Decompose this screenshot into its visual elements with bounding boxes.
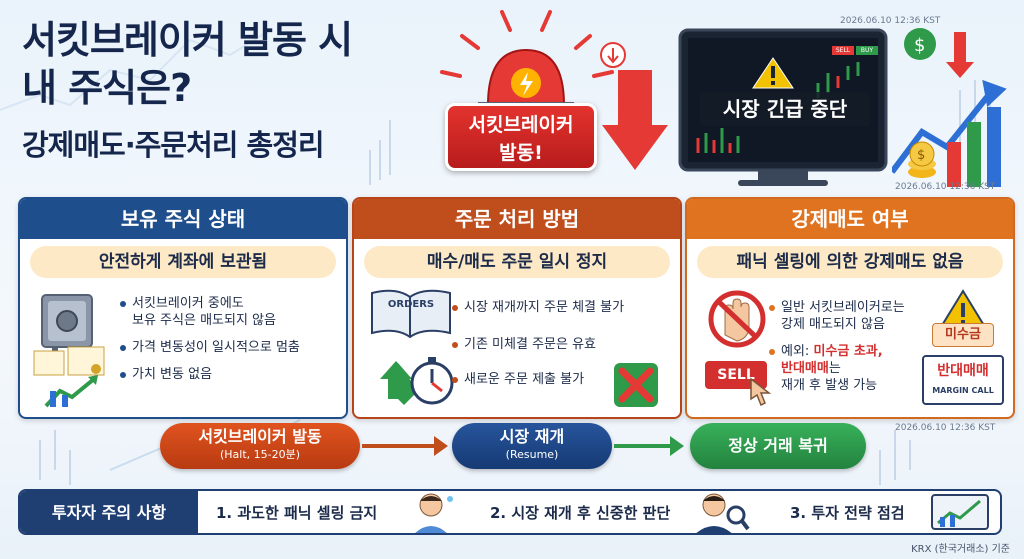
order-item-1: 시장 재개까지 주문 체결 불가 [452, 299, 677, 316]
holdings-item-1: 서킷브레이커 중에도 보유 주식은 매도되지 않음 [120, 295, 345, 329]
flow-resume-sub: (Resume) [505, 448, 559, 461]
badge-margin-call-sub: MARGIN CALL [932, 386, 994, 395]
siren-label-text: 서킷브레이커 발동! [468, 114, 574, 164]
flow-halt-sub: (Halt, 15-20분) [219, 448, 301, 461]
card-order-head: 주문 처리 방법 [354, 199, 680, 239]
money-growth-illustration: $ $ [892, 28, 1007, 187]
order-book-icon [371, 289, 454, 405]
caution-item-3: 3. 투자 전략 점검 [790, 504, 905, 522]
analyst-magnifier-icon [696, 493, 750, 533]
flow-step-halt: 서킷브레이커 발동 (Halt, 15-20분) [160, 423, 360, 469]
flow-resume-main: 시장 재개 [499, 427, 565, 446]
badge-margin-debt: 미수금 [932, 323, 994, 347]
investor-caution-bar: 투자자 주의 사항 1. 과도한 패닉 셀링 금지 2. 시장 재개 후 신중한… [18, 489, 1002, 535]
caution-item-2: 2. 시장 재개 후 신중한 판단 [490, 504, 671, 522]
caution-item-1: 1. 과도한 패닉 셀링 금지 [216, 504, 378, 522]
monitor-buy-tag: BUY [856, 46, 878, 55]
title-line-1: 서킷브레이커 발동 시 [22, 18, 353, 62]
caution-lead: 투자자 주의 사항 [20, 491, 198, 533]
title-subtitle: 강제매도·주문처리 총정리 [22, 128, 325, 162]
flow-step-resume: 시장 재개 (Resume) [452, 423, 612, 469]
source-footer: KRX (한국거래소) 기준 [911, 544, 1010, 555]
card-order-sub: 매수/매도 주문 일시 정지 [364, 246, 670, 278]
card-holdings-status: 보유 주식 상태 안전하게 계좌에 보관됨 서킷브레이커 중에도 보유 주식은 … [18, 197, 348, 419]
cancel-x-icon [614, 363, 658, 407]
flow-halt-main: 서킷브레이커 발동 [198, 427, 322, 446]
timestamp-mid: 2026.06.10 12:36 KST [895, 182, 996, 192]
title-line-2: 내 주식은? [22, 66, 192, 110]
cursor-hand-icon [750, 377, 772, 407]
badge-margin-call: 반대매매 MARGIN CALL [922, 355, 1004, 405]
safe-icon [33, 294, 105, 408]
order-item-2: 기존 미체결 주문은 유효 [452, 336, 677, 353]
exception-suffix: 는 재개 후 발생 가능 [781, 361, 878, 393]
flow-arrow-1 [362, 444, 440, 448]
card-forced-head: 강제매도 여부 [687, 199, 1013, 239]
strategy-chart-icon [931, 494, 989, 530]
card-holdings-head: 보유 주식 상태 [20, 199, 346, 239]
exception-prefix: 예외: [781, 344, 814, 359]
card-forced-sale: 강제매도 여부 패닉 셀링에 의한 강제매도 없음 SELL 일반 서킷브레이커… [685, 197, 1015, 419]
monitor-label: 시장 긴급 중단 [700, 92, 870, 126]
no-selling-hand-icon [708, 290, 766, 348]
forced-item-1: 일반 서킷브레이커로는 강제 매도되지 않음 [769, 299, 939, 333]
exception-highlight: 미수금 초과, 반대매매 [781, 344, 883, 376]
flow-arrow-2-head [670, 436, 684, 456]
siren-label: 서킷브레이커 발동! [445, 103, 597, 171]
holdings-item-3: 가치 변동 없음 [120, 366, 345, 383]
forced-item-2: 예외: 미수금 초과, 반대매매는 재개 후 발생 가능 [769, 343, 939, 394]
card-forced-sub: 패닉 셀링에 의한 강제매도 없음 [697, 246, 1003, 278]
flow-arrow-1-head [434, 436, 448, 456]
page-title: 서킷브레이커 발동 시 내 주식은? 강제매도·주문처리 총정리 [22, 16, 353, 164]
timestamp-low: 2026.06.10 12:36 KST [895, 423, 996, 433]
flow-step-normal: 정상 거래 복귀 [690, 423, 866, 469]
monitor-sell-tag: SELL [832, 46, 854, 55]
timestamp-top: 2026.06.10 12:36 KST [840, 16, 941, 26]
worried-investor-icon [415, 493, 453, 533]
flow-arrow-2 [614, 444, 676, 448]
holdings-item-2: 가격 변동성이 일시적으로 멈춤 [120, 339, 345, 356]
order-book-label: ORDERS [387, 299, 435, 310]
order-item-3: 새로운 주문 제출 불가 [452, 371, 677, 388]
badge-margin-call-text: 반대매매 [937, 363, 989, 379]
svg-text:$: $ [914, 35, 925, 56]
flow-normal-main: 정상 거래 복귀 [728, 436, 828, 455]
svg-text:$: $ [917, 148, 925, 163]
card-order-processing: 주문 처리 방법 매수/매도 주문 일시 정지 ORDERS 시장 재개까지 주… [352, 197, 682, 419]
card-holdings-sub: 안전하게 계좌에 보관됨 [30, 246, 336, 278]
